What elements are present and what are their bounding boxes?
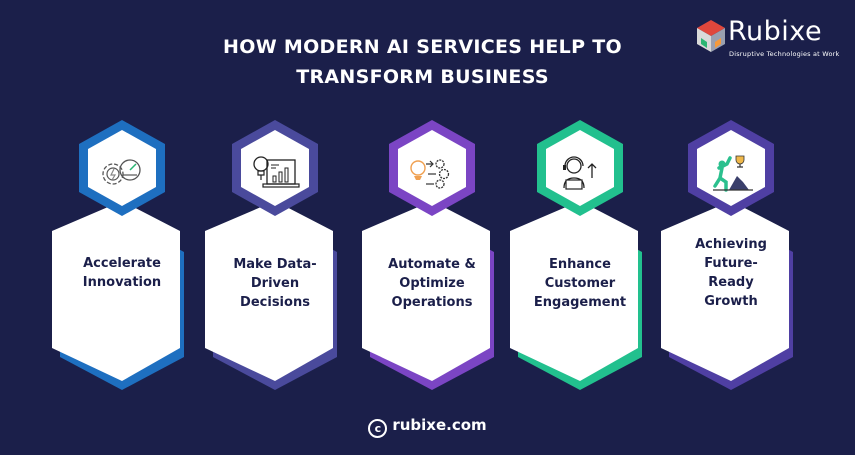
title-line-1: HOW MODERN AI SERVICES HELP TO <box>223 36 622 58</box>
card-label-line: Make Data- <box>233 256 317 272</box>
climber-trophy-icon <box>705 148 757 200</box>
title-line-2: TRANSFORM BUSINESS <box>296 66 549 88</box>
card-label-line: Accelerate <box>83 256 161 271</box>
card-shape <box>52 120 184 390</box>
card-label-line: Automate & <box>388 256 476 272</box>
card-label-line: Optimize <box>399 275 465 291</box>
gear-speedometer-icon <box>96 148 148 200</box>
lightbulb-laptop-chart-icon <box>249 148 301 200</box>
footer-site: rubixe.com <box>392 416 487 434</box>
cube-logo-icon <box>697 20 725 52</box>
copyright-icon: c <box>368 419 388 438</box>
card-label-line: Engagement <box>533 294 627 310</box>
page-title: HOW MODERN AI SERVICES HELP TO TRANSFORM… <box>150 32 695 92</box>
card-label-line: Driven <box>250 275 300 291</box>
card-label-line: Enhance <box>549 256 611 272</box>
card-label-line: Ready <box>708 275 754 290</box>
support-agent-icon <box>554 148 606 200</box>
rubixe-logo: Rubixe Disruptive Technologies at Work <box>695 14 845 64</box>
lightbulb-gears-icon <box>406 148 458 200</box>
logo-wordmark: Rubixe <box>728 16 823 47</box>
card-shape <box>362 120 494 390</box>
logo-tagline: Disruptive Technologies at Work <box>729 50 840 58</box>
card-label-line: Achieving <box>695 237 767 252</box>
card-shape <box>510 120 642 390</box>
card-label-line: Decisions <box>240 294 310 310</box>
card-label-line: Innovation <box>82 275 162 290</box>
card-label-line: Operations <box>391 294 473 310</box>
card-label-line: Customer <box>544 275 616 291</box>
card-label-line: Growth <box>704 294 758 309</box>
card-label-line: Future- <box>704 256 758 271</box>
